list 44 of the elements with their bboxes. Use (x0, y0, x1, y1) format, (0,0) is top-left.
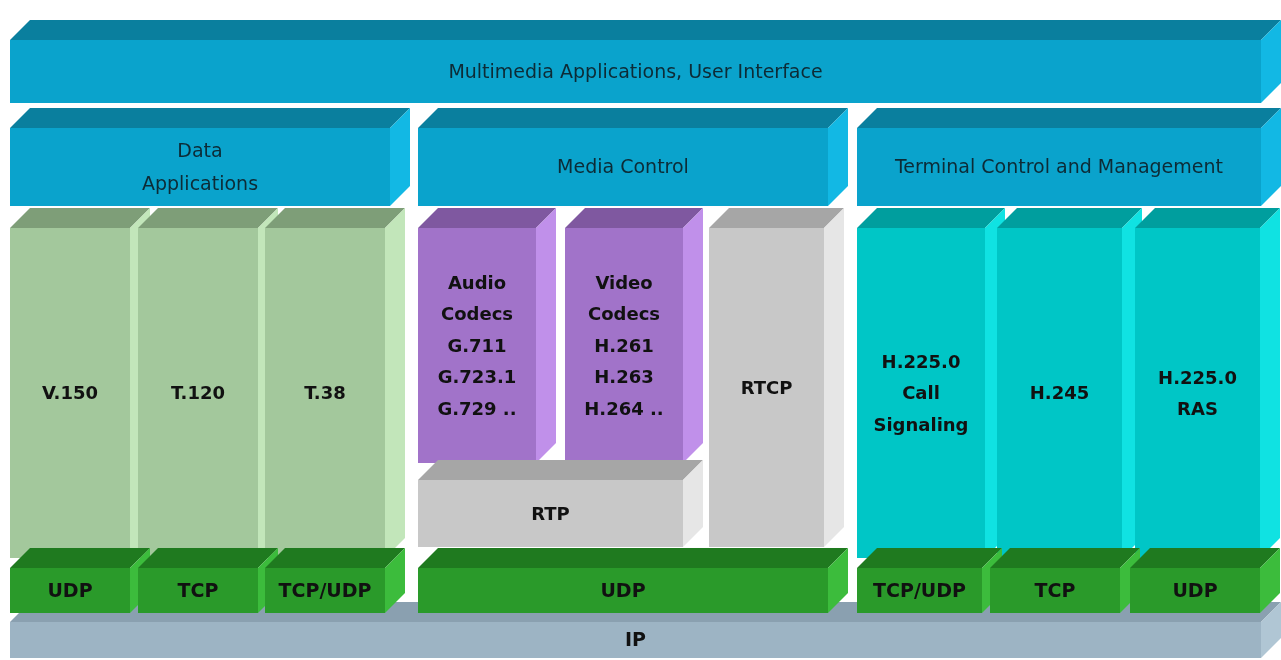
block-label: H.225.0 Call Signaling (872, 349, 970, 437)
protocol-block (565, 228, 683, 463)
block-label: Audio Codecs G.711 G.723.1 G.729 .. (436, 270, 518, 421)
protocol-block (709, 228, 824, 547)
block-label: TCP (1034, 577, 1076, 603)
transport-block (265, 568, 385, 613)
block-label: UDP (1172, 577, 1218, 603)
protocol-block (1135, 228, 1260, 558)
block-label: TCP/UDP (278, 577, 372, 603)
block-label: H.245 (1029, 381, 1090, 406)
layer-block (857, 128, 1261, 206)
protocol-block (418, 480, 683, 547)
block-label: RTCP (740, 375, 793, 400)
block-label: RTP (531, 501, 570, 526)
protocol-block (418, 228, 536, 463)
network-block (10, 622, 1261, 658)
block-label: Media Control (557, 154, 689, 180)
block-label: Video Codecs H.261 H.263 H.264 .. (583, 270, 665, 421)
block-label: T.120 (171, 381, 225, 406)
transport-block (138, 568, 258, 613)
transport-block (10, 568, 130, 613)
block-label: Data Applications (140, 137, 260, 196)
block-label: H.225.0 RAS (1157, 365, 1238, 421)
transport-block (990, 568, 1120, 613)
protocol-block (265, 228, 385, 558)
transport-block (418, 568, 828, 613)
protocol-block (10, 228, 130, 558)
protocol-block (857, 228, 985, 558)
transport-block (1130, 568, 1260, 613)
block-label: V.150 (42, 381, 98, 406)
block-label: Terminal Control and Management (895, 154, 1223, 180)
block-label: UDP (47, 577, 93, 603)
block-label: IP (625, 627, 646, 653)
layer-block (418, 128, 828, 206)
transport-block (857, 568, 982, 613)
block-label: TCP/UDP (873, 577, 966, 603)
layer-block (10, 40, 1261, 103)
layer-block (10, 128, 390, 206)
protocol-block (997, 228, 1122, 558)
block-label: TCP (177, 577, 219, 603)
block-label: T.38 (304, 381, 346, 406)
block-label: Multimedia Applications, User Interface (448, 58, 823, 84)
protocol-block (138, 228, 258, 558)
block-label: UDP (600, 577, 646, 603)
